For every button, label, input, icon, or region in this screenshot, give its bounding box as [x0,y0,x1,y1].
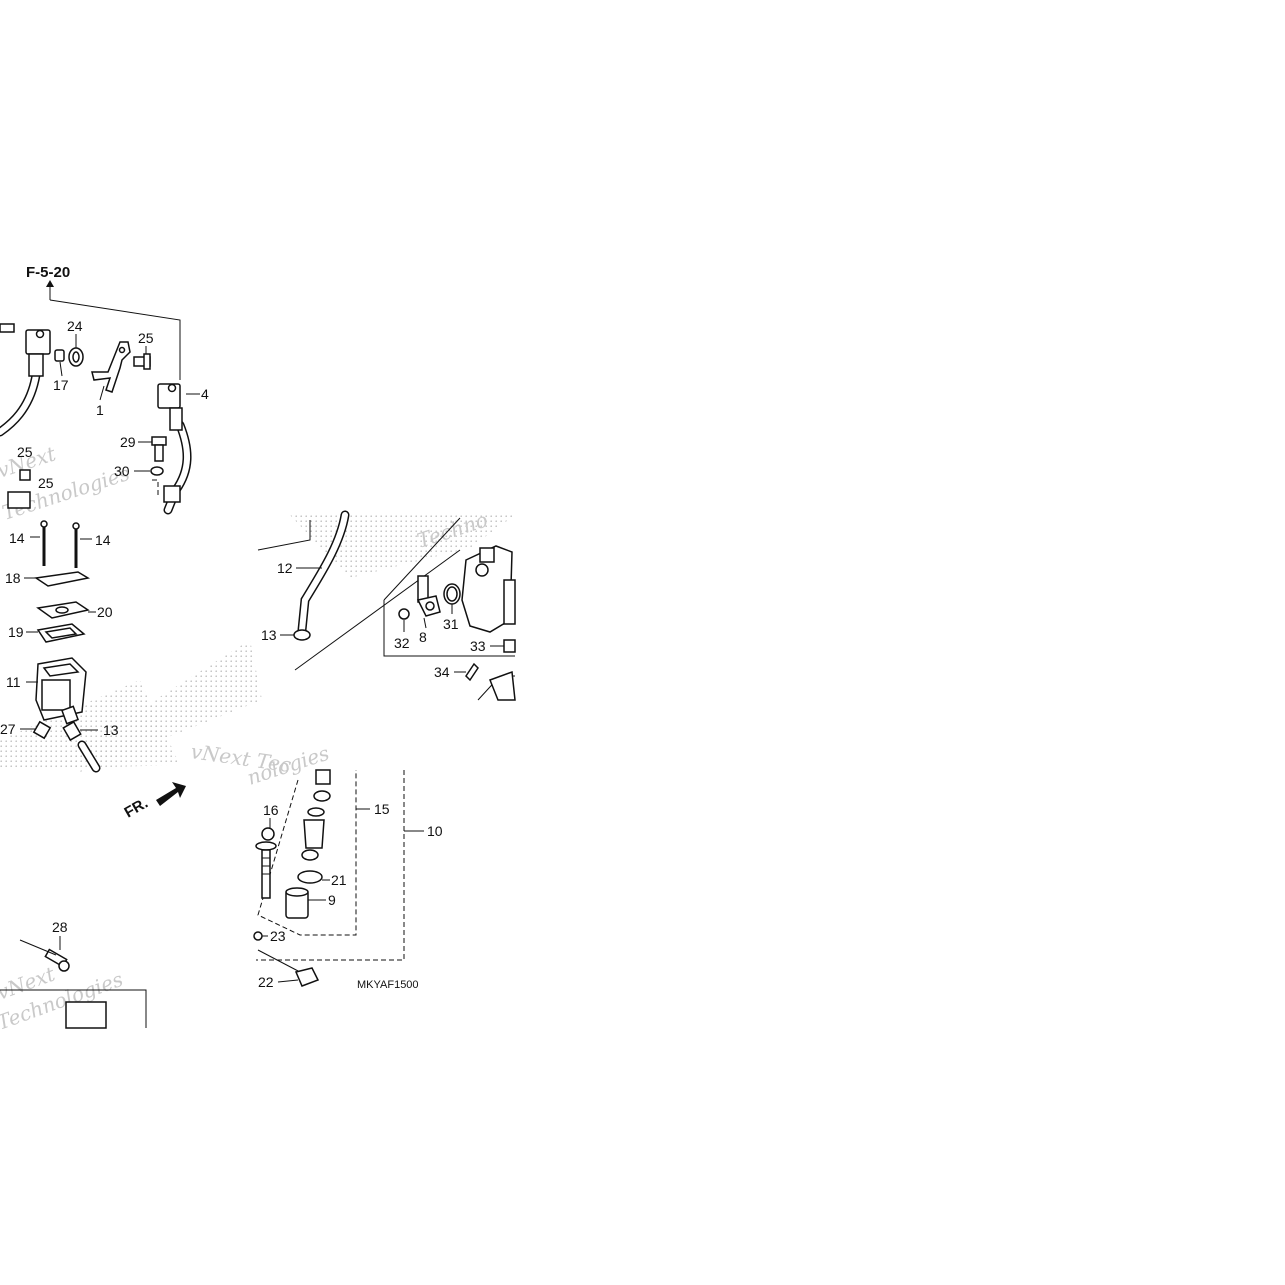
callout-25: 25 [38,475,54,491]
callout-15: 15 [374,801,390,817]
callout-20: 20 [97,604,113,620]
reservoir-cap-18 [33,571,91,587]
dotted-shading-2 [290,515,515,578]
bracket-1 [91,341,131,393]
callout-14: 14 [95,532,111,548]
callout-19: 19 [8,624,24,640]
callout-25: 25 [138,330,154,346]
lower-clamp [65,1001,107,1029]
boot-9 [285,887,309,919]
washer-30 [150,466,164,476]
callout-32: 32 [394,635,410,651]
callout-34: 34 [434,664,450,680]
clevis-joint [489,670,516,701]
bolt-28 [44,948,70,972]
pushrod-16 [255,827,277,899]
bolt-25 [133,353,151,370]
washer-21 [297,870,323,884]
pivot-22 [294,967,320,987]
brake-hose-4 [157,383,192,515]
callout-27: 27 [0,721,16,737]
callout-14: 14 [9,530,25,546]
callout-1: 1 [96,402,104,418]
callout-28: 28 [52,919,68,935]
callout-23: 23 [270,928,286,944]
callout-25: 25 [17,444,33,460]
callout-17: 17 [53,377,69,393]
diagram-code: MKYAF1500 [357,979,419,991]
callout-33: 33 [470,638,486,654]
callout-12: 12 [277,560,293,576]
callout-18: 18 [5,570,21,586]
front-direction-arrow: FR. [122,782,186,822]
callout-29: 29 [120,434,136,450]
brake-hose-upper-left [0,329,51,437]
clip-13-lower [62,720,82,742]
svg-text:FR.: FR. [122,795,151,822]
bolt-stub [0,323,15,333]
bolt-25-lower [7,469,31,509]
grommet-24 [68,347,84,367]
callout-10: 10 [427,823,443,839]
callout-13: 13 [103,722,119,738]
bolt-32 [398,608,410,620]
callout-22: 22 [258,974,274,990]
reference-label: F-5-20 [26,264,70,281]
callout-31: 31 [443,616,459,632]
clip-23 [253,931,263,941]
reservoir-hose-12 [297,510,350,635]
callout-4: 4 [201,386,209,402]
master-cylinder-body [461,545,516,633]
screws-14 [40,520,80,568]
joint-8 [416,575,441,617]
callout-labels: 24 25 17 1 4 29 30 25 25 14 14 18 20 19 … [0,318,486,990]
clip-13-upper [293,629,311,641]
bolt-27 [32,720,52,740]
plate-20 [36,601,90,619]
leader-lines [20,334,504,983]
callout-16: 16 [263,802,279,818]
callout-13: 13 [261,627,277,643]
callout-11: 11 [6,674,21,690]
piston-stack-15 [301,769,331,861]
bolt-29 [151,436,167,462]
pin-34 [465,662,479,682]
diaphragm-19 [36,623,86,643]
nut-33 [503,639,516,653]
reservoir-11 [35,657,87,725]
collar-17 [54,349,65,362]
callout-30: 30 [114,463,130,479]
o-ring-31 [443,583,461,605]
callout-8: 8 [419,629,427,645]
dotted-shading-3 [0,680,180,770]
callout-9: 9 [328,892,336,908]
callout-21: 21 [331,872,347,888]
callout-24: 24 [67,318,83,334]
